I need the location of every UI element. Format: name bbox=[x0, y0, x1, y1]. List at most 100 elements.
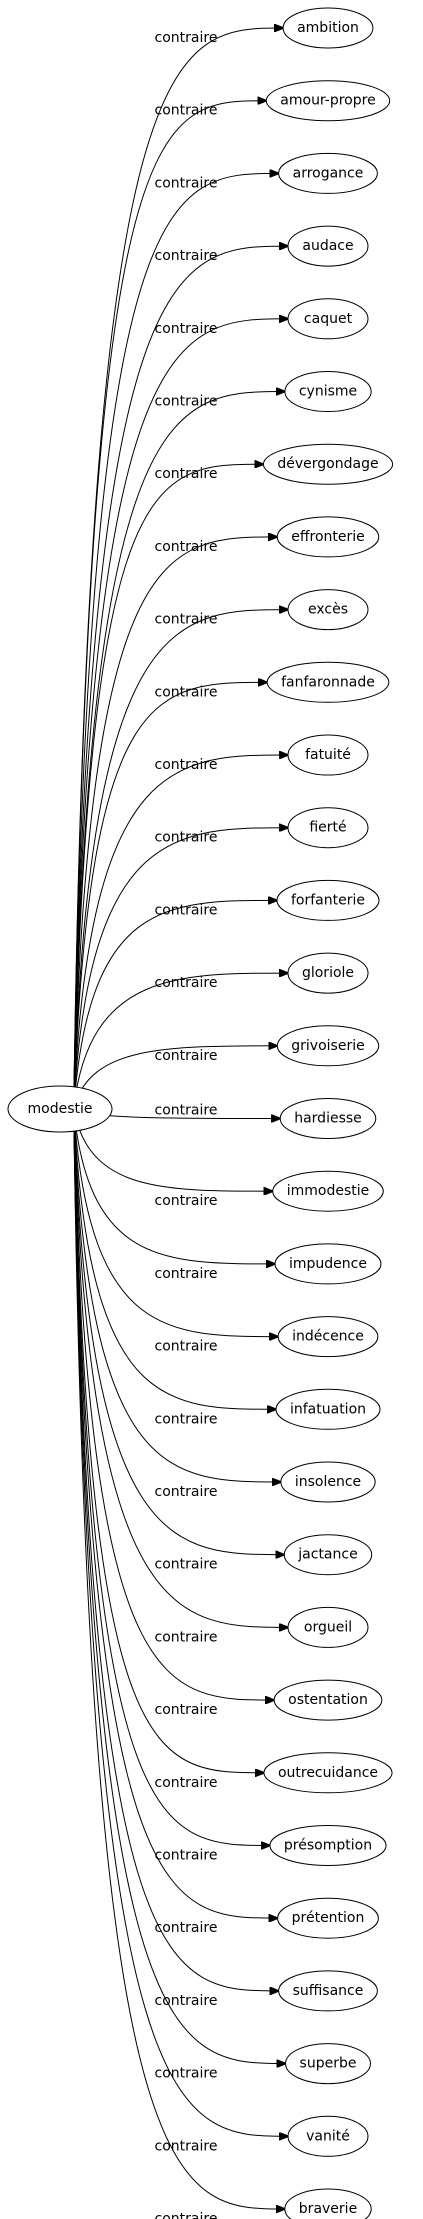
target-node-label: jactance bbox=[297, 1547, 357, 1563]
edge-forfanterie bbox=[73, 900, 277, 1105]
target-node-shape bbox=[287, 734, 369, 776]
edge-indécence bbox=[73, 1113, 278, 1337]
target-node-outrecuidance[interactable]: outrecuidance bbox=[263, 1752, 393, 1794]
target-node-impudence[interactable]: impudence bbox=[274, 1243, 382, 1285]
target-node-présomption[interactable]: présomption bbox=[269, 1825, 387, 1866]
target-node-shape bbox=[269, 1825, 387, 1866]
edge-jactance bbox=[73, 1117, 284, 1555]
center-node[interactable]: modestie bbox=[7, 1085, 113, 1133]
target-node-label: prétention bbox=[292, 1910, 365, 1926]
edge-immodestie bbox=[73, 1110, 273, 1192]
target-node-shape bbox=[285, 2043, 371, 2085]
center-node-label: modestie bbox=[28, 1101, 93, 1117]
target-node-label: fatuité bbox=[305, 747, 351, 763]
target-node-shape bbox=[287, 2115, 369, 2157]
target-node-label: hardiesse bbox=[294, 1111, 362, 1127]
edge-ostentation bbox=[73, 1120, 274, 1700]
edge-superbe bbox=[73, 1128, 286, 2064]
target-node-shape bbox=[262, 443, 394, 485]
edge-label-audace: contraire bbox=[155, 248, 218, 264]
target-node-orgueil[interactable]: orgueil bbox=[287, 1606, 369, 1648]
target-node-shape bbox=[274, 1243, 382, 1285]
target-node-shape bbox=[279, 1098, 377, 1139]
edge-audace bbox=[73, 246, 288, 1092]
target-node-ostentation[interactable]: ostentation bbox=[273, 1679, 383, 1721]
edge-dévergondage bbox=[73, 464, 263, 1097]
target-node-label: gloriole bbox=[302, 965, 354, 981]
target-node-fierté[interactable]: fierté bbox=[287, 807, 369, 849]
target-node-shape bbox=[287, 952, 369, 994]
target-node-immodestie[interactable]: immodestie bbox=[272, 1170, 384, 1212]
target-node-shape bbox=[287, 225, 369, 267]
target-node-shape bbox=[284, 371, 372, 412]
edge-label-ostentation: contraire bbox=[155, 1702, 218, 1718]
edge-labels-layer: contraire contraire contraire contraire cont… bbox=[155, 30, 218, 2219]
edge-label-amour-propre: contraire bbox=[155, 103, 218, 119]
target-node-shape bbox=[276, 1025, 380, 1067]
target-node-audace[interactable]: audace bbox=[287, 225, 369, 267]
edge-label-ambition: contraire bbox=[155, 30, 218, 46]
edge-label-impudence: contraire bbox=[155, 1266, 218, 1282]
edge-label-suffisance: contraire bbox=[155, 1993, 218, 2009]
target-node-shape bbox=[277, 1316, 379, 1358]
edge-label-hardiesse: contraire bbox=[155, 1103, 218, 1119]
edge-label-cynisme: contraire bbox=[155, 394, 218, 410]
edge-excès bbox=[73, 610, 288, 1100]
target-node-jactance[interactable]: jactance bbox=[283, 1534, 373, 1576]
edge-label-arrogance: contraire bbox=[155, 175, 218, 191]
edge-label-gloriole: contraire bbox=[155, 975, 218, 991]
edge-label-orgueil: contraire bbox=[155, 1629, 218, 1645]
edge-label-indécence: contraire bbox=[155, 1339, 218, 1355]
edge-label-braverie: contraire bbox=[155, 2211, 218, 2219]
target-node-label: impudence bbox=[289, 1256, 367, 1272]
target-node-shape bbox=[283, 1534, 373, 1576]
target-node-gloriole[interactable]: gloriole bbox=[287, 952, 369, 994]
target-node-amour-propre[interactable]: amour-propre bbox=[265, 80, 391, 122]
edge-fanfaronnade bbox=[73, 682, 267, 1101]
edge-label-fierté: contraire bbox=[155, 830, 218, 846]
target-node-shape bbox=[275, 1388, 381, 1430]
target-node-effronterie[interactable]: effronterie bbox=[276, 516, 380, 558]
target-node-suffisance[interactable]: suffisance bbox=[278, 1970, 378, 2012]
target-node-label: arrogance bbox=[293, 165, 364, 181]
target-node-braverie[interactable]: braverie bbox=[284, 2188, 372, 2219]
target-node-grivoiserie[interactable]: grivoiserie bbox=[276, 1025, 380, 1067]
target-node-insolence[interactable]: insolence bbox=[280, 1461, 376, 1503]
edge-présomption bbox=[73, 1123, 270, 1846]
target-node-hardiesse[interactable]: hardiesse bbox=[279, 1098, 377, 1139]
edge-caquet bbox=[73, 319, 288, 1094]
target-node-infatuation[interactable]: infatuation bbox=[275, 1388, 381, 1430]
target-node-shape bbox=[287, 1606, 369, 1648]
target-node-caquet[interactable]: caquet bbox=[287, 298, 369, 340]
target-node-label: effronterie bbox=[291, 529, 365, 545]
edge-label-présomption: contraire bbox=[155, 1848, 218, 1864]
target-node-dévergondage[interactable]: dévergondage bbox=[262, 443, 394, 485]
target-node-shape bbox=[282, 7, 374, 49]
target-node-arrogance[interactable]: arrogance bbox=[278, 152, 378, 194]
target-node-vanité[interactable]: vanité bbox=[287, 2115, 369, 2157]
target-node-label: immodestie bbox=[287, 1183, 370, 1199]
target-node-shape bbox=[284, 2188, 372, 2219]
target-node-prétention[interactable]: prétention bbox=[277, 1897, 379, 1939]
target-node-excès[interactable]: excès bbox=[287, 589, 369, 631]
target-node-label: orgueil bbox=[304, 1619, 352, 1635]
target-node-forfanterie[interactable]: forfanterie bbox=[276, 879, 380, 921]
target-node-label: caquet bbox=[304, 311, 353, 327]
target-node-shape bbox=[287, 807, 369, 849]
edge-effronterie bbox=[73, 537, 277, 1098]
target-node-shape bbox=[272, 1170, 384, 1212]
target-node-superbe[interactable]: superbe bbox=[285, 2043, 371, 2085]
target-node-label: fierté bbox=[309, 820, 346, 836]
target-node-cynisme[interactable]: cynisme bbox=[284, 371, 372, 412]
target-node-shape bbox=[266, 661, 390, 703]
target-node-label: braverie bbox=[299, 2201, 357, 2217]
edge-label-prétention: contraire bbox=[155, 1920, 218, 1936]
target-node-shape bbox=[280, 1461, 376, 1503]
target-node-indécence[interactable]: indécence bbox=[277, 1316, 379, 1358]
edge-label-effronterie: contraire bbox=[155, 539, 218, 555]
target-node-fatuité[interactable]: fatuité bbox=[287, 734, 369, 776]
target-node-ambition[interactable]: ambition bbox=[282, 7, 374, 49]
edge-suffisance bbox=[73, 1126, 279, 1991]
target-node-fanfaronnade[interactable]: fanfaronnade bbox=[266, 661, 390, 703]
